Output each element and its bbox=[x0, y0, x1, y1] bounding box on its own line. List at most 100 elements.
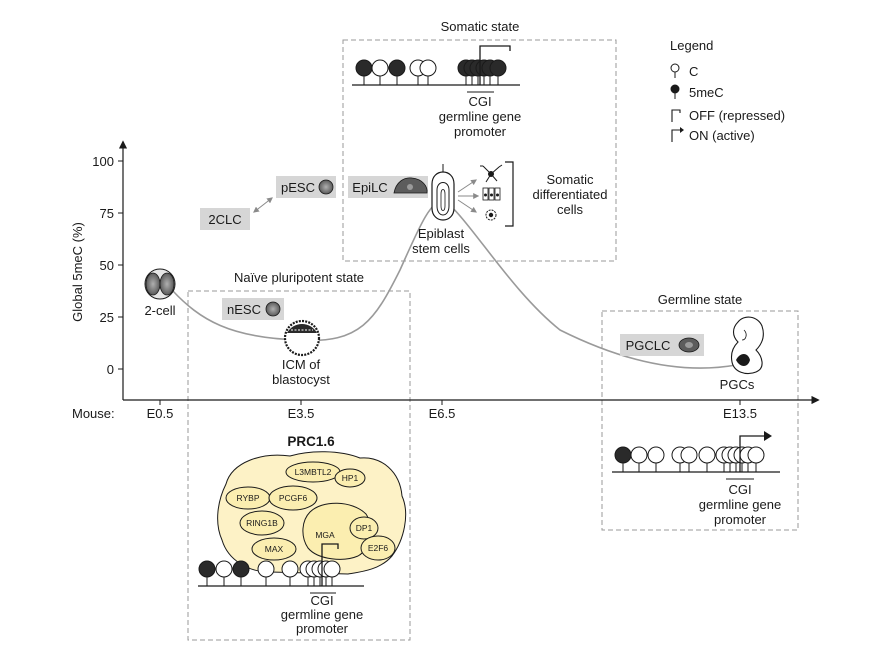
legend-c-icon bbox=[670, 63, 680, 78]
unmethylated-cpg-loll-prc-1 bbox=[215, 560, 233, 578]
pgclc-label: PGCLC bbox=[626, 338, 671, 353]
protein-ring1b bbox=[239, 510, 285, 536]
unmethylated-cpg-loll-somatic-4 bbox=[419, 59, 437, 77]
prc-complex bbox=[217, 451, 407, 575]
y-axis-label: Global 5meC (%) bbox=[70, 222, 85, 322]
y-tick-label-0: 100 bbox=[92, 154, 114, 169]
y-tick-label-1: 75 bbox=[100, 206, 114, 221]
unmethylated-cpg-loll-prc-4 bbox=[281, 560, 299, 578]
protein-dp1-label: DP1 bbox=[356, 523, 373, 533]
methylated-cpg-loll-prc-2 bbox=[232, 560, 250, 578]
neuron-icon bbox=[480, 164, 503, 183]
epiblast-label-line2: stem cells bbox=[412, 241, 470, 256]
protein-e2f6-label: E2F6 bbox=[368, 543, 389, 553]
x-tick-e6-5: E6.5 bbox=[429, 406, 456, 421]
protein-max bbox=[251, 537, 297, 561]
epilc-label: EpiLC bbox=[352, 180, 387, 195]
x-tick-e13-5: E13.5 bbox=[723, 406, 757, 421]
pesc-badge bbox=[276, 176, 336, 198]
blood-cell-icon bbox=[485, 209, 497, 221]
differentiation-arrow-3 bbox=[457, 199, 477, 213]
legend-5mec-label: 5meC bbox=[689, 85, 724, 100]
epilc-nucleus bbox=[407, 184, 413, 190]
epiblast-icon bbox=[431, 164, 455, 221]
methylated-cpg-loll-somatic-10 bbox=[489, 59, 507, 77]
somatic-cells-line1: Somatic bbox=[547, 172, 594, 187]
protein-ring1b-label: RING1B bbox=[246, 518, 278, 528]
somatic-state-box bbox=[342, 39, 617, 262]
somatic-promoter-line3: promoter bbox=[454, 124, 507, 139]
two-clc-arrow bbox=[253, 197, 273, 213]
epiblast-label-line1: Epiblast bbox=[418, 226, 465, 241]
unmethylated-cpg-loll-prc-9 bbox=[323, 560, 341, 578]
protein-mga-label: MGA bbox=[315, 530, 335, 540]
unmethylated-cpg-loll-germ-2 bbox=[647, 446, 665, 464]
protein-e2f6 bbox=[360, 535, 396, 561]
protein-mga bbox=[302, 502, 372, 560]
protein-l3mbtl2-label: L3MBTL2 bbox=[295, 467, 332, 477]
unmethylated-cpg-loll-somatic-1 bbox=[371, 59, 389, 77]
somatic-state-title: Somatic state bbox=[441, 19, 520, 34]
prc-promoter-line3: promoter bbox=[296, 621, 349, 636]
germline-on-symbol bbox=[739, 435, 766, 472]
germline-promoter-line2: germline gene bbox=[699, 497, 781, 512]
protein-hp1 bbox=[334, 468, 366, 488]
two-clc-badge bbox=[200, 208, 250, 230]
y-tick-label-4: 0 bbox=[107, 362, 114, 377]
differentiation-arrow-1 bbox=[457, 179, 477, 193]
protein-pcgf6-label: PCGF6 bbox=[279, 493, 308, 503]
germline-cgi-label: CGI bbox=[728, 482, 751, 497]
nesc-label: nESC bbox=[227, 302, 261, 317]
prc-promoter bbox=[198, 543, 364, 594]
y-axis-ticks: 100 75 50 25 0 bbox=[92, 154, 123, 377]
legend-off-icon bbox=[671, 109, 681, 122]
legend-5mec-icon bbox=[670, 84, 680, 99]
legend-c-label: C bbox=[689, 64, 698, 79]
x-axis-prefix: Mouse: bbox=[72, 406, 115, 421]
legend-on-icon bbox=[671, 127, 684, 142]
unmethylated-cpg-loll-germ-4 bbox=[680, 446, 698, 464]
two-cell-embryo bbox=[144, 268, 176, 300]
y-tick-label-2: 50 bbox=[100, 258, 114, 273]
two-cell-label: 2-cell bbox=[144, 303, 175, 318]
germline-promoter bbox=[612, 431, 780, 480]
icm-label-line2: blastocyst bbox=[272, 372, 330, 387]
protein-rybp-label: RYBP bbox=[237, 493, 260, 503]
naive-state-box bbox=[187, 290, 411, 641]
pgcs-label: PGCs bbox=[720, 377, 755, 392]
protein-pcgf6 bbox=[268, 485, 318, 511]
pesc-cell-icon bbox=[318, 179, 334, 195]
prc-off-symbol bbox=[321, 543, 339, 586]
germline-promoter-line3: promoter bbox=[714, 512, 767, 527]
somatic-cells-line2: differentiated bbox=[533, 187, 608, 202]
pesc-label: pESC bbox=[281, 180, 315, 195]
embryo-icon bbox=[730, 316, 764, 375]
unmethylated-cpg-loll-germ-5 bbox=[698, 446, 716, 464]
two-clc-label: 2CLC bbox=[208, 212, 241, 227]
methylated-cpg-loll-somatic-2 bbox=[388, 59, 406, 77]
germline-state-title: Germline state bbox=[658, 292, 743, 307]
protein-max-label: MAX bbox=[265, 544, 284, 554]
unmethylated-cpg-loll-prc-3 bbox=[257, 560, 275, 578]
prc-promoter-line2: germline gene bbox=[281, 607, 363, 622]
unmethylated-cpg-loll-germ-1 bbox=[630, 446, 648, 464]
methylated-cpg-loll-somatic-0 bbox=[355, 59, 373, 77]
nesc-cell-icon bbox=[265, 301, 281, 317]
x-tick-e0-5: E0.5 bbox=[147, 406, 174, 421]
legend-on-label: ON (active) bbox=[689, 128, 755, 143]
epithelial-cells-icon bbox=[482, 187, 501, 201]
somatic-cgi-label: CGI bbox=[468, 94, 491, 109]
protein-dp1 bbox=[349, 516, 379, 540]
somatic-cells-line3: cells bbox=[557, 202, 584, 217]
icm-label-line1: ICM of bbox=[282, 357, 321, 372]
y-tick-label-3: 25 bbox=[100, 310, 114, 325]
naive-state-title: Naïve pluripotent state bbox=[234, 270, 364, 285]
pgclc-nucleus bbox=[685, 342, 693, 348]
prc-title: PRC1.6 bbox=[287, 434, 335, 449]
methylation-curve bbox=[171, 199, 737, 369]
somatic-promoter-line2: germline gene bbox=[439, 109, 521, 124]
somatic-promoter bbox=[352, 45, 520, 93]
protein-hp1-label: HP1 bbox=[342, 473, 359, 483]
